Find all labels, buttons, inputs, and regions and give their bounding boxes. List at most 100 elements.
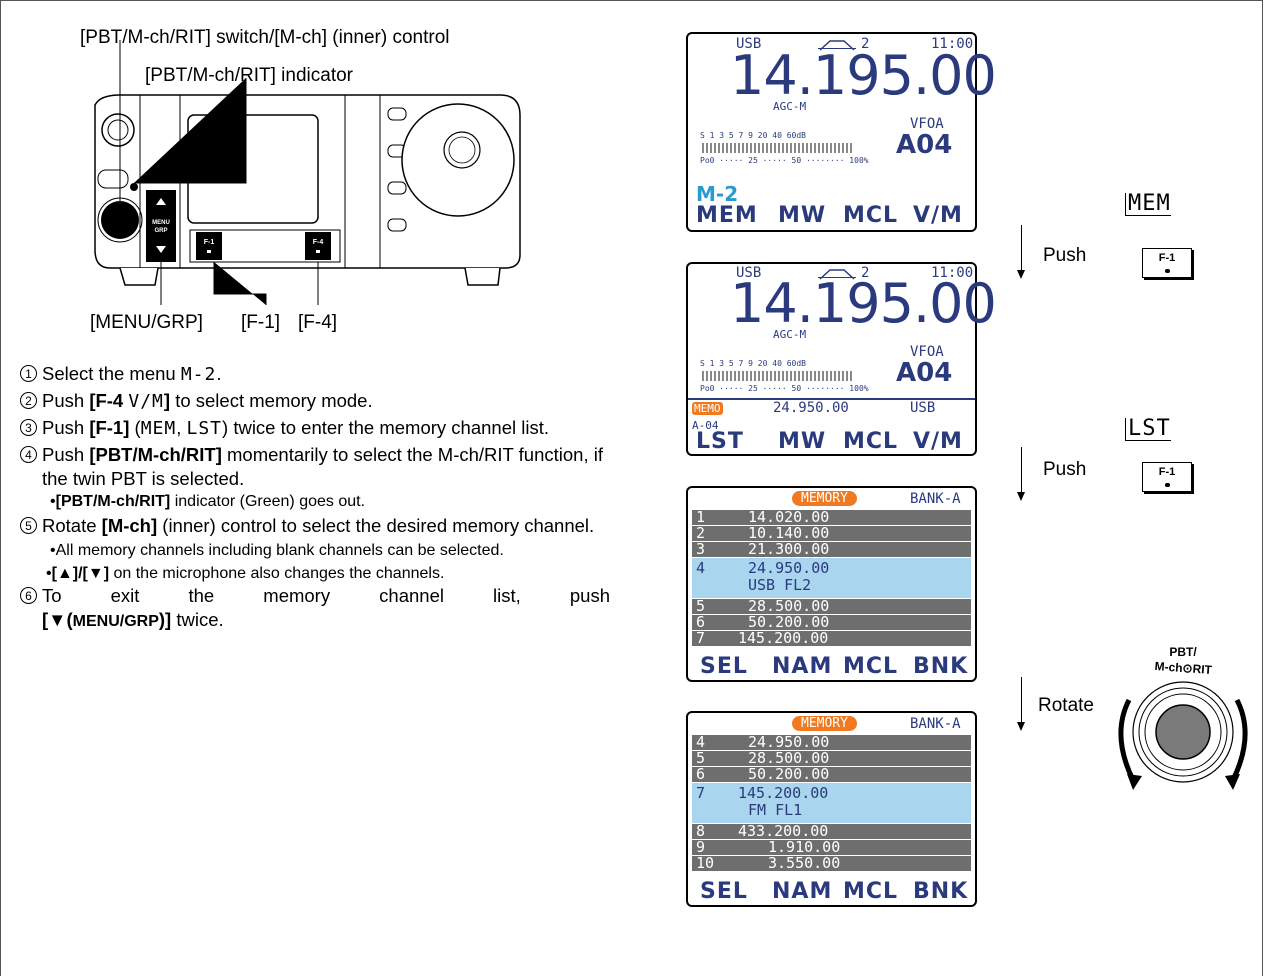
menu-indicator: M-2 (696, 182, 739, 206)
softkey-bnk[interactable]: BNK (913, 654, 969, 679)
step-text: Push (42, 417, 90, 438)
s-meter-scale: S 1 3 5 7 9 20 40 60dB (700, 131, 806, 140)
step-number: 5 (20, 517, 37, 534)
down-arrow-icon (1017, 677, 1025, 731)
svg-text:M-ch⊙RIT: M-ch⊙RIT (1154, 659, 1213, 677)
softkey-mcl[interactable]: MCL (843, 429, 899, 454)
softkey-lst[interactable]: LST (696, 429, 744, 454)
callout-pbt-switch: [PBT/M-ch/RIT] switch/[M-ch] (inner) con… (80, 27, 450, 48)
step-text: twice. (171, 609, 224, 630)
step-number: 1 (20, 365, 37, 382)
softkey-nam[interactable]: NAM (772, 879, 833, 904)
radio-front-panel-illustration: F-1 F-4 MENU GRP (94, 40, 521, 305)
softkey-mcl[interactable]: MCL (843, 203, 899, 228)
memory-title-tag: MEMORY (792, 716, 857, 731)
key-ref: [PBT/M-ch/RIT] (55, 493, 171, 510)
memo-mode: USB (910, 400, 936, 416)
step-text: Push (42, 444, 90, 465)
memo-tag: MEMO (692, 402, 723, 415)
step-text: , (176, 417, 187, 438)
bullet: • (50, 493, 56, 510)
step-text: Rotate (42, 515, 102, 536)
rotate-label: Rotate (1038, 695, 1094, 716)
bank-label: BANK-A (910, 491, 961, 507)
key-ref: [▲]/[▼] (51, 565, 110, 582)
down-arrow-icon (1017, 447, 1025, 501)
agc-label: AGC-M (773, 328, 807, 341)
key-ref: MENU/GRP (72, 613, 159, 630)
lcd-text: M-2 (180, 364, 217, 385)
softkey-vm[interactable]: V/M (913, 429, 963, 454)
softkey-sel[interactable]: SEL (700, 879, 748, 904)
s-meter-bar (702, 371, 852, 381)
softkey-mem[interactable]: MEM (696, 203, 758, 228)
radio-grp-key-label: GRP (154, 228, 167, 234)
divider (688, 398, 975, 400)
softkey-mcl[interactable]: MCL (843, 879, 899, 904)
key-ref: )] (158, 609, 172, 630)
key-ref: ] (163, 390, 171, 411)
softkey-mw[interactable]: MW (778, 203, 827, 228)
softkey-mw[interactable]: MW (778, 429, 827, 454)
step-5: 5 Rotate [M-ch] (inner) control to selec… (20, 514, 610, 561)
radio-f4-key-label: F-4 (313, 239, 324, 246)
s-meter-bar (702, 143, 852, 153)
clock-time: 11:00 (931, 265, 974, 281)
step-6: 6 To exit the memory channel list, push … (20, 584, 610, 634)
step-number: 2 (20, 392, 37, 409)
step-text: on the microphone also changes the chann… (109, 565, 445, 582)
instruction-steps: 1 Select the menu M-2. 2 Push [F-4 V/M] … (20, 362, 610, 636)
callout-f4: [F-4] (298, 312, 338, 333)
step-note: •All memory channels including blank cha… (42, 540, 610, 561)
step-2: 2 Push [F-4 V/M] to select memory mode. (20, 389, 610, 414)
lcd-text: V/M (128, 391, 164, 412)
filter-icon (818, 36, 856, 51)
s-meter-scale: S 1 3 5 7 9 20 40 60dB (700, 359, 806, 368)
filter-number: 2 (861, 36, 870, 52)
softkey-sel[interactable]: SEL (700, 654, 748, 679)
softkey-nam[interactable]: NAM (772, 654, 833, 679)
softkey-vm[interactable]: V/M (913, 203, 963, 228)
key-ref: [PBT/M-ch/RIT] (89, 444, 222, 465)
po-meter-scale: Po0 ····· 25 ····· 50 ········ 100% (700, 384, 869, 393)
svg-text:PBT/: PBT/ (1169, 645, 1197, 659)
step-text: Push (42, 390, 90, 411)
step-text: ) twice to enter the memory channel list… (222, 417, 549, 438)
agc-label: AGC-M (773, 100, 807, 113)
step-3: 3 Push [F-1] (MEM, LST) twice to enter t… (20, 416, 610, 441)
step-text: to select memory mode. (170, 390, 373, 411)
callout-menu-grp: [MENU/GRP] (90, 312, 203, 333)
softkey-mcl[interactable]: MCL (843, 654, 899, 679)
filter-number: 2 (861, 265, 870, 281)
key-ref: [F-4 (89, 390, 129, 411)
step-number: 3 (20, 419, 37, 436)
step-text: . (216, 363, 222, 384)
lcd-screen-vfo: USB 2 11:00 14.195.00 AGC-M VFOA S 1 3 5… (686, 32, 997, 232)
vfo-label: VFOA (910, 116, 944, 132)
step-text: momentarily to select the M-ch/RIT funct… (42, 444, 603, 489)
bullet: • (46, 565, 52, 582)
softkey-bnk[interactable]: BNK (913, 879, 969, 904)
memory-channel-number: A04 (896, 358, 953, 388)
memory-title-tag: MEMORY (792, 491, 857, 506)
radio-menu-key-label: MENU (152, 220, 170, 226)
softkey-label-lst: LST (1125, 418, 1171, 441)
frequency-display: 14.195.00 (730, 44, 997, 107)
step-note: •[▲]/[▼] on the microphone also changes … (20, 563, 610, 584)
